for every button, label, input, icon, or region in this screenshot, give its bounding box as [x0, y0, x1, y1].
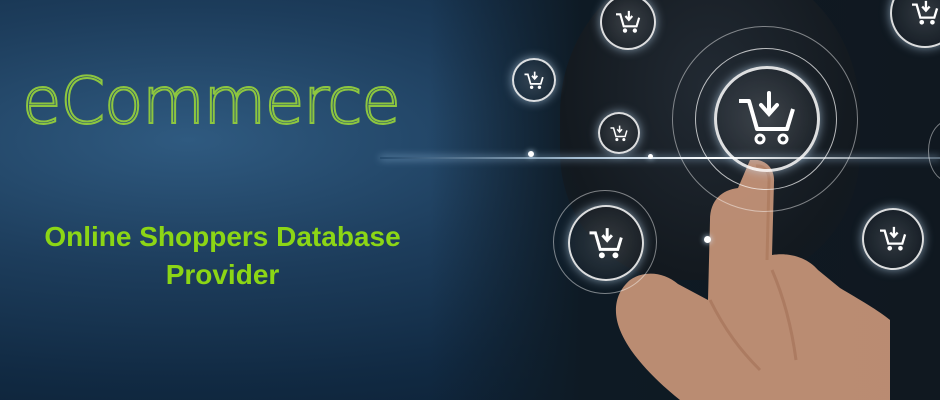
- sparkle-dot: [528, 151, 534, 157]
- cart-button-right[interactable]: [862, 208, 924, 270]
- shopping-cart-download-icon: [880, 226, 907, 251]
- sparkle-dot: [648, 154, 653, 159]
- banner-title: eCommerce: [21, 65, 402, 139]
- cart-button-medium[interactable]: [568, 205, 644, 281]
- cart-button-small-3[interactable]: [598, 112, 640, 154]
- sparkle-dot: [704, 236, 711, 243]
- subtitle-line-1: Online Shoppers Database: [44, 221, 401, 252]
- shopping-cart-download-icon: [589, 227, 623, 258]
- cart-button-main[interactable]: [714, 66, 820, 172]
- shopping-cart-download-icon: [524, 71, 544, 89]
- subtitle-line-2: Provider: [165, 259, 280, 290]
- highlight-ring-inner: [695, 48, 837, 190]
- shopping-cart-download-icon: [610, 125, 628, 141]
- cart-button-small-2[interactable]: [512, 58, 556, 102]
- shopping-cart-download-icon: [739, 91, 795, 145]
- light-streak: [380, 157, 940, 159]
- shopping-cart-download-icon: [912, 0, 939, 25]
- banner-subtitle: Online Shoppers Database Provider: [0, 218, 445, 294]
- highlight-ring-outer: [672, 26, 858, 212]
- shopping-cart-download-icon: [616, 10, 641, 33]
- cart-button-small-1[interactable]: [600, 0, 656, 50]
- highlight-ring-left: [553, 190, 657, 294]
